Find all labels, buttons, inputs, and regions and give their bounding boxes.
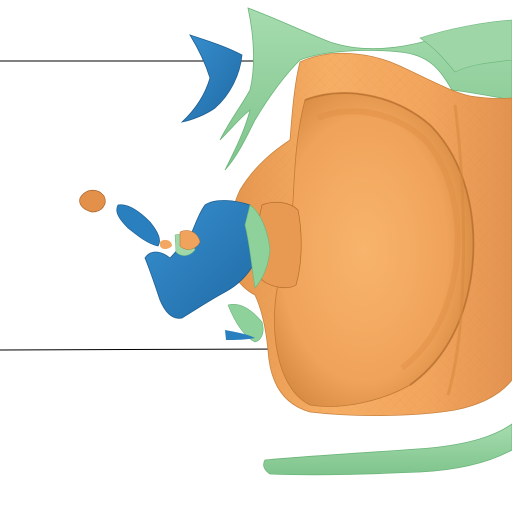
orange-right-ridge: [446, 104, 466, 396]
orange-dome-band: [316, 108, 461, 371]
green-surface-left-fragment: [227, 304, 264, 343]
orange-fragment-mid: [179, 230, 201, 250]
orange-dome-rim: [304, 92, 475, 386]
blue-surface-arm: [116, 204, 160, 247]
green-surface-bottom: [263, 423, 512, 476]
blue-surface-topleft: [180, 34, 243, 123]
green-surface-inner: [244, 204, 271, 289]
reference-line-bottom: [0, 348, 291, 351]
orange-fragment-small: [160, 239, 172, 249]
blue-surface-main: [144, 200, 260, 319]
green-surface-topright: [419, 19, 512, 73]
blue-surface-lowerfragment: [225, 330, 255, 340]
orange-fragment-left: [79, 189, 106, 213]
